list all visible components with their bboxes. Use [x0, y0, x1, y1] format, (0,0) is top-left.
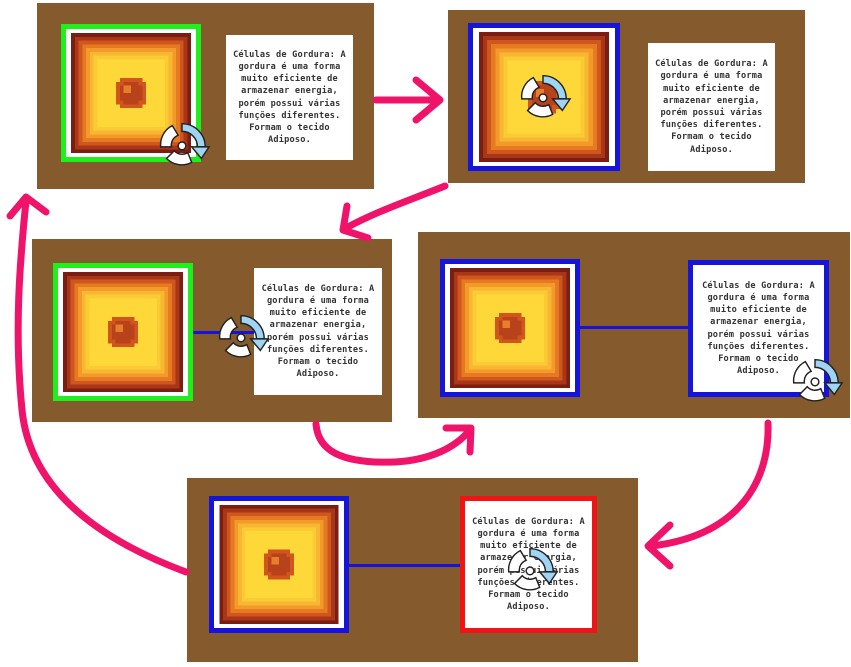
fat-cell-tile[interactable]: [53, 263, 193, 401]
rotate-gesture-cursor-icon: [786, 349, 844, 409]
step-1-panel: Células de Gordura: A gordura é uma form…: [37, 3, 374, 189]
cell-description: Células de Gordura: A gordura é uma form…: [648, 43, 775, 171]
tile-text-connector: [342, 564, 467, 567]
cell-description: Células de Gordura: A gordura é uma form…: [226, 35, 353, 160]
cell-description[interactable]: Células de Gordura: A gordura é uma form…: [688, 260, 829, 397]
fat-cell-tile[interactable]: [440, 259, 580, 397]
step-2-panel: Células de Gordura: A gordura é uma form…: [448, 10, 805, 183]
fat-cell-tile-icon: [62, 272, 184, 392]
flow-arrow-icon: [372, 76, 444, 124]
step-3-panel: Células de Gordura: A gordura é uma form…: [32, 239, 392, 422]
rotate-gesture-cursor-icon: [514, 65, 572, 125]
fat-cell-tile[interactable]: [209, 496, 349, 633]
step-4-panel: Células de Gordura: A gordura é uma form…: [418, 232, 850, 418]
cell-description-text: Células de Gordura: A gordura é uma form…: [233, 49, 346, 146]
cell-description[interactable]: Células de Gordura: A gordura é uma form…: [460, 496, 597, 633]
cell-description-text: Células de Gordura: A gordura é uma form…: [655, 59, 768, 155]
fat-cell-tile[interactable]: [468, 23, 620, 171]
step-5-panel: Células de Gordura: A gordura é uma form…: [187, 478, 638, 662]
tile-text-connector: [573, 326, 693, 329]
cell-description: Células de Gordura: A gordura é uma form…: [254, 268, 382, 395]
fat-cell-tile-icon: [449, 268, 571, 388]
rotate-gesture-cursor-icon: [212, 305, 270, 365]
cell-description-text: Células de Gordura: A gordura é uma form…: [261, 283, 375, 380]
rotate-gesture-cursor-icon: [501, 538, 559, 598]
flow-arrow-icon: [339, 182, 449, 242]
flow-arrow-icon: [644, 419, 772, 570]
rotate-gesture-cursor-icon: [153, 113, 211, 173]
fat-cell-tile-icon: [218, 505, 340, 624]
flow-arrow-icon: [312, 420, 475, 466]
cell-description-text: Células de Gordura: A gordura é uma form…: [702, 280, 815, 377]
